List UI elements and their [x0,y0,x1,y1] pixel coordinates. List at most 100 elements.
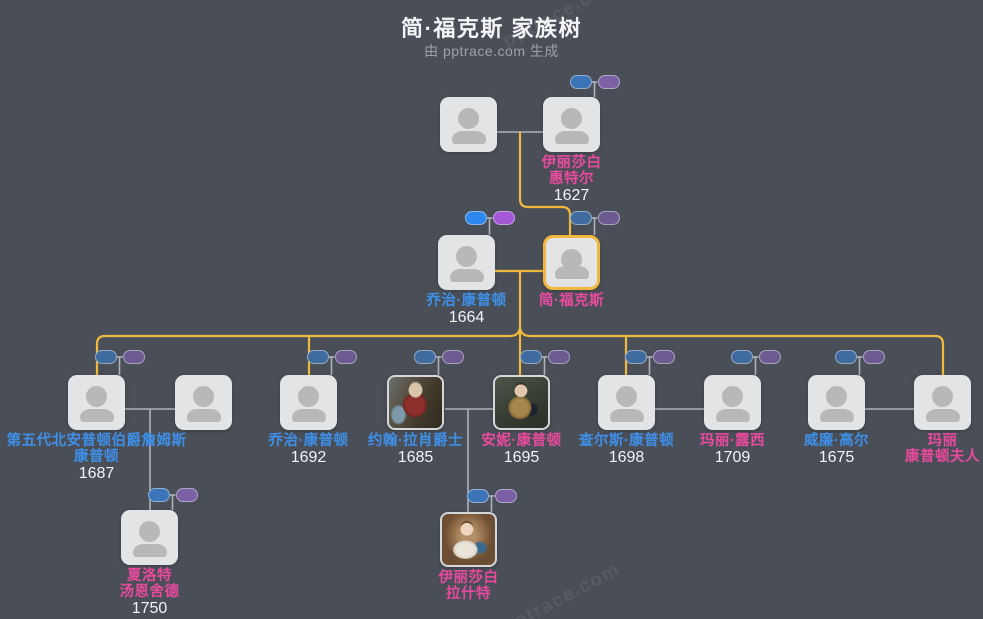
mother-link-pill[interactable] [494,489,517,503]
person-name: 玛丽 [927,433,958,449]
father-link-pill[interactable] [569,75,592,89]
mother-link-pill[interactable] [862,350,885,364]
mother-link-pill[interactable] [547,350,570,364]
person-avatar-card [598,375,655,430]
father-link-pill[interactable] [730,350,753,364]
person-name: 威廉·高尔 [803,433,870,449]
person-silhouette-icon [121,510,178,565]
person-birth-year: 1627 [553,187,590,204]
person-silhouette-icon [543,97,600,152]
person-avatar-card [175,375,232,430]
person-name: 汤恩舍德 [119,584,180,600]
person-avatar-card [280,375,337,430]
mother-link-pill[interactable] [492,211,515,225]
person-label: 伊丽莎白拉什特 [439,570,499,602]
person-silhouette-icon [440,97,497,152]
page-subtitle: 由 pptrace.com 生成 [424,43,559,59]
person-portrait-image [387,375,444,430]
father-link-pill[interactable] [569,211,592,225]
father-link-pill[interactable] [306,350,329,364]
father-link-pill[interactable] [413,350,436,364]
parent-link-pills [569,211,620,225]
person-birth-year: 1750 [131,600,168,617]
person-card-g4-liz[interactable]: 伊丽莎白拉什特 [439,489,517,602]
person-avatar-card [68,375,125,430]
parent-link-pills [413,350,464,364]
mother-link-pill[interactable] [122,350,145,364]
father-link-pill[interactable] [464,211,487,225]
parent-link-pills [464,211,515,225]
father-link-pill[interactable] [834,350,857,364]
person-portrait-image [440,512,497,567]
mother-link-pill[interactable] [175,488,198,502]
person-silhouette-icon [704,375,761,430]
parent-link-pills [147,488,198,502]
person-card-g3-spouse[interactable] [175,375,232,430]
person-avatar-card [543,97,600,152]
mother-link-pill[interactable] [758,350,781,364]
parent-link-pills [466,489,517,503]
person-name: 简·福克斯 [538,293,605,309]
parent-link-pills [834,350,885,364]
lineage-connector-line [518,325,945,375]
person-name: 查尔斯·康普顿 [578,433,675,449]
father-link-pill[interactable] [466,489,489,503]
mother-link-pill[interactable] [652,350,675,364]
person-name: 乔治·康普顿 [426,293,507,309]
person-card-g1-father[interactable] [440,97,497,152]
father-link-pill[interactable] [94,350,117,364]
person-label: 玛丽康普顿夫人 [905,433,980,465]
mother-link-pill[interactable] [441,350,464,364]
person-silhouette-icon [598,375,655,430]
person-silhouette-icon [68,375,125,430]
person-silhouette-icon [808,375,865,430]
person-name: 拉什特 [446,586,491,602]
person-silhouette-icon [546,238,597,287]
person-name: 伊丽莎白 [541,155,602,171]
person-name: 康普顿夫人 [905,449,980,465]
person-silhouette-icon [280,375,337,430]
person-avatar-card [704,375,761,430]
page-title: 简·福克斯 家族树 [401,16,582,41]
person-card-g3-mary[interactable]: 玛丽康普顿夫人 [905,375,980,465]
person-name: 第五代北安普顿伯爵詹姆斯 [6,433,187,449]
father-link-pill[interactable] [624,350,647,364]
person-birth-year: 1675 [818,449,855,466]
person-portrait-image [493,375,550,430]
mother-link-pill[interactable] [597,211,620,225]
father-link-pill[interactable] [147,488,170,502]
person-name: 约翰·拉肖爵士 [367,433,464,449]
person-avatar-card [543,235,600,290]
person-name: 安妮·康普顿 [481,433,562,449]
person-card-g2-jane[interactable]: 简·福克斯 [539,211,620,309]
person-name: 康普顿 [74,449,119,465]
person-birth-year: 1695 [503,449,540,466]
person-avatar-card [808,375,865,430]
father-link-pill[interactable] [519,350,542,364]
parent-link-pills [519,350,570,364]
person-birth-year: 1692 [290,449,327,466]
mother-link-pill[interactable] [334,350,357,364]
mother-link-pill[interactable] [597,75,620,89]
parent-link-pills [624,350,675,364]
person-name: 伊丽莎白 [438,570,499,586]
person-name: 夏洛特 [127,568,172,584]
